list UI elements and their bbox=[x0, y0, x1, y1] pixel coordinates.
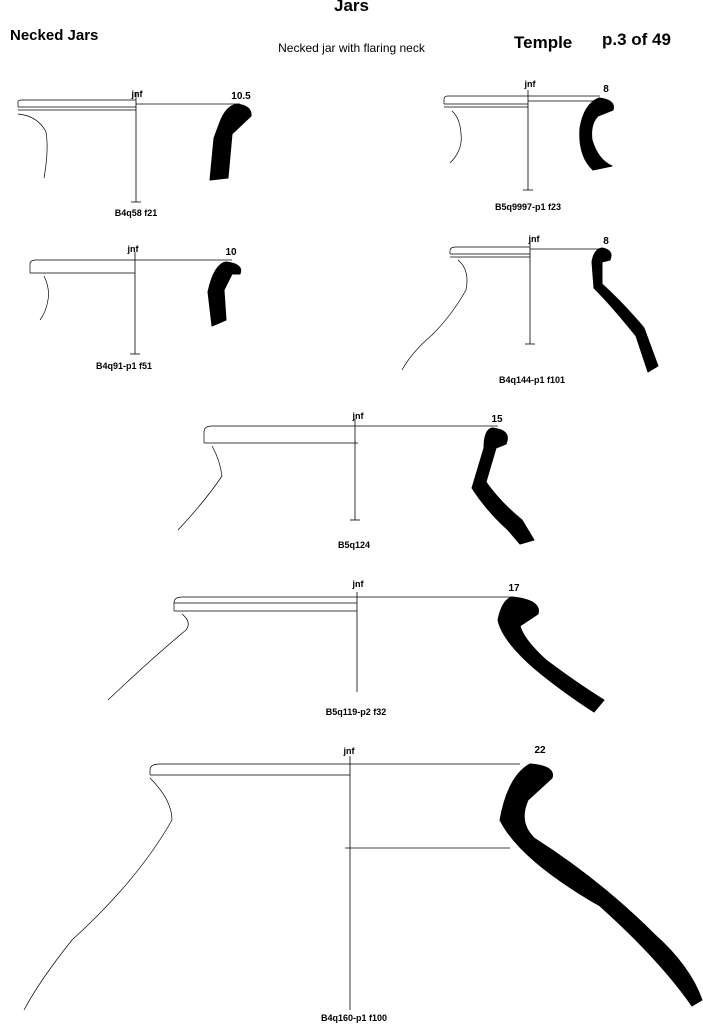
diameter-label: 8 bbox=[603, 236, 609, 247]
sherd-drawing-2: jnf 8 B5q9997-p1 f23 bbox=[443, 79, 614, 212]
sherd-drawing-7: jnf 22 B4q160-p1 f100 bbox=[23, 745, 703, 1023]
sherd-drawing-1: jnf 10.5 B4q58 f21 bbox=[17, 89, 252, 218]
axis-label: jnf bbox=[352, 579, 365, 589]
diameter-label: 17 bbox=[508, 583, 520, 594]
rim-outline bbox=[401, 246, 530, 371]
page-subtitle: Necked jar with flaring neck bbox=[278, 41, 425, 55]
rim-outline bbox=[107, 596, 357, 701]
sherd-drawing-5: jnf 15 B5q124 bbox=[177, 411, 535, 550]
axis-label: jnf bbox=[131, 89, 144, 99]
sherd-profile bbox=[499, 763, 703, 1007]
axis-label: jnf bbox=[352, 411, 365, 421]
site-label: Temple bbox=[514, 33, 573, 52]
rim-outline bbox=[443, 95, 600, 164]
sherd-id-label: B5q119-p2 f32 bbox=[326, 707, 387, 717]
sherd-id-label: B4q91-p1 f51 bbox=[96, 361, 152, 371]
sherd-drawing-3: jnf 10 B4q91-p1 f51 bbox=[29, 244, 242, 371]
sherd-profile bbox=[497, 596, 605, 713]
diameter-label: 22 bbox=[534, 745, 546, 756]
axis-label: jnf bbox=[524, 79, 537, 89]
axis-label: jnf bbox=[343, 746, 356, 756]
rim-outline bbox=[29, 259, 135, 321]
rim-outline bbox=[177, 425, 358, 531]
sherd-id-label: B4q144-p1 f101 bbox=[499, 375, 565, 385]
sherd-id-label: B4q160-p1 f100 bbox=[321, 1013, 387, 1023]
sherd-profile bbox=[591, 247, 659, 373]
sherd-id-label: B5q9997-p1 f23 bbox=[495, 202, 561, 212]
axis-label: jnf bbox=[127, 244, 140, 254]
sherd-profile bbox=[209, 103, 252, 181]
axis-label: jnf bbox=[528, 234, 541, 244]
section-title: Necked Jars bbox=[10, 27, 99, 44]
sherd-drawing-6: jnf 17 B5q119-p2 f32 bbox=[107, 579, 605, 717]
page-title: Jars bbox=[334, 0, 369, 15]
page-number: p.3 of 49 bbox=[602, 30, 671, 49]
diameter-label: 10.5 bbox=[231, 91, 251, 102]
diameter-label: 10 bbox=[225, 247, 237, 258]
sherd-id-label: B5q124 bbox=[338, 540, 370, 550]
sherd-profile bbox=[471, 427, 535, 545]
sherd-id-label: B4q58 f21 bbox=[115, 208, 158, 218]
diameter-label: 15 bbox=[491, 414, 503, 425]
sherd-profile bbox=[207, 261, 242, 327]
diameter-label: 8 bbox=[603, 84, 609, 95]
sherd-drawing-4: jnf 8 B4q144-p1 f101 bbox=[401, 234, 659, 385]
sherd-profile bbox=[579, 97, 614, 171]
rim-outline bbox=[17, 99, 136, 179]
rim-outline bbox=[23, 763, 350, 1011]
